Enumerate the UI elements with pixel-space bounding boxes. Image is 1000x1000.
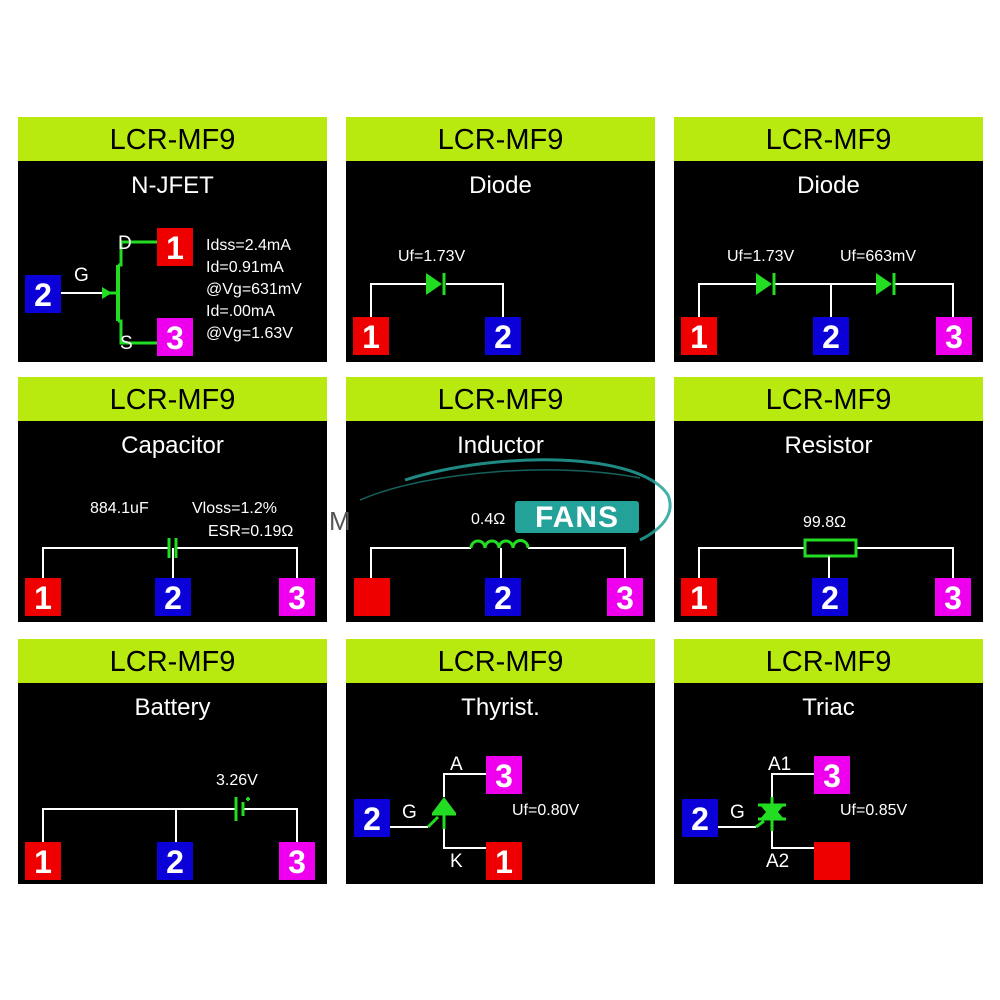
pin-1: 1 bbox=[157, 228, 193, 266]
reading-id-2: Id=.00mA bbox=[206, 303, 275, 320]
pin-3: 3 bbox=[486, 756, 522, 794]
forward-voltage: Uf=0.80V bbox=[512, 802, 580, 819]
watermark-prefix: M bbox=[329, 506, 351, 536]
panel-title: Capacitor bbox=[121, 432, 224, 459]
panel-header: LCR-MF9 bbox=[346, 639, 655, 683]
pin-2: 2 bbox=[157, 842, 193, 880]
reading-idss: Idss=2.4mA bbox=[206, 237, 291, 254]
label-a1: A1 bbox=[768, 754, 792, 775]
forward-voltage-1: Uf=1.73V bbox=[727, 248, 795, 265]
inductor-value: 0.4Ω bbox=[471, 511, 506, 528]
label-gate: G bbox=[74, 265, 89, 286]
pin-2: 2 bbox=[485, 578, 521, 616]
panel-header: LCR-MF9 bbox=[18, 117, 327, 161]
label-source: S bbox=[120, 333, 133, 354]
panel-triac: LCR-MF9 Triac A1 G A2 3 2 Uf=0.85V bbox=[674, 639, 983, 884]
panel-thyristor: LCR-MF9 Thyrist. A G K 3 2 1 Uf=0.80V bbox=[346, 639, 655, 884]
pin-1: 1 bbox=[681, 317, 717, 355]
panel-title: Battery bbox=[134, 694, 211, 721]
label-cathode: K bbox=[450, 851, 463, 872]
pin-2: 2 bbox=[354, 799, 390, 837]
thyristor-circuit bbox=[390, 773, 486, 849]
forward-voltage-2: Uf=663mV bbox=[840, 248, 917, 265]
battery-voltage: 3.26V bbox=[216, 772, 258, 789]
reading-vg: @Vg=631mV bbox=[206, 281, 302, 298]
panel-header: LCR-MF9 bbox=[18, 639, 327, 683]
panel-title: Diode bbox=[469, 172, 532, 199]
panel-inductor: LCR-MF9 Inductor 0.4Ω 2 3 bbox=[346, 377, 655, 622]
label-a2: A2 bbox=[766, 851, 790, 872]
pin-2: 2 bbox=[812, 578, 848, 616]
label-anode: A bbox=[450, 754, 463, 775]
pin-3: 3 bbox=[814, 756, 850, 794]
panel-header: LCR-MF9 bbox=[674, 117, 983, 161]
pin-2: 2 bbox=[25, 275, 61, 313]
pin-1: 1 bbox=[681, 578, 717, 616]
resistor-circuit bbox=[698, 538, 954, 578]
dual-diode-circuit bbox=[698, 273, 954, 317]
forward-voltage: Uf=0.85V bbox=[840, 802, 908, 819]
capacitance-value: 884.1uF bbox=[90, 500, 149, 517]
label-drain: D bbox=[118, 233, 132, 254]
pin-1: 1 bbox=[25, 842, 61, 880]
battery-circuit bbox=[42, 797, 298, 842]
label-gate: G bbox=[402, 802, 417, 823]
pin-1: 1 bbox=[25, 578, 61, 616]
panel-header: LCR-MF9 bbox=[674, 639, 983, 683]
esr-value: ESR=0.19Ω bbox=[208, 523, 294, 540]
reading-id: Id=0.91mA bbox=[206, 259, 284, 276]
pin-3: 3 bbox=[157, 318, 193, 356]
pin-2: 2 bbox=[155, 578, 191, 616]
resistance-value: 99.8Ω bbox=[803, 514, 847, 531]
pin-2: 2 bbox=[485, 317, 521, 355]
panel-diode-2: LCR-MF9 Diode Uf=1.73V Uf=663mV 1 2 3 bbox=[674, 117, 983, 362]
pin-2: 2 bbox=[813, 317, 849, 355]
panel-title: Diode bbox=[797, 172, 860, 199]
panel-header: LCR-MF9 bbox=[674, 377, 983, 421]
pin-3: 3 bbox=[936, 317, 972, 355]
pin-1: 1 bbox=[486, 842, 522, 880]
watermark-logo: FANS bbox=[515, 501, 639, 534]
pin-3: 3 bbox=[279, 578, 315, 616]
inductor-circuit bbox=[370, 539, 626, 578]
panel-title: Resistor bbox=[784, 432, 873, 459]
triac-circuit bbox=[718, 773, 814, 849]
panel-title: Triac bbox=[802, 694, 855, 721]
panel-diode-1: LCR-MF9 Diode Uf=1.73V 1 2 bbox=[346, 117, 655, 362]
jfet-circuit bbox=[60, 240, 158, 345]
panel-header: LCR-MF9 bbox=[18, 377, 327, 421]
panel-resistor: LCR-MF9 Resistor 99.8Ω 1 2 3 bbox=[674, 377, 983, 622]
panel-capacitor: LCR-MF9 Capacitor 884.1uF Vloss=1.2% ESR… bbox=[18, 377, 327, 622]
panel-njfet: LCR-MF9 N-JFET D G S 1 2 3 Idss=2.4mA Id… bbox=[18, 117, 327, 362]
pin-3: 3 bbox=[279, 842, 315, 880]
panel-battery: LCR-MF9 Battery 3.26V 1 2 3 bbox=[18, 639, 327, 884]
pin-2: 2 bbox=[682, 799, 718, 837]
diode-circuit bbox=[370, 273, 504, 317]
label-gate: G bbox=[730, 802, 745, 823]
pin-1 bbox=[814, 842, 850, 880]
pin-1: 1 bbox=[353, 317, 389, 355]
reading-vg-2: @Vg=1.63V bbox=[206, 325, 293, 342]
panel-header: LCR-MF9 bbox=[346, 377, 655, 421]
panel-title: Thyrist. bbox=[461, 694, 540, 721]
forward-voltage: Uf=1.73V bbox=[398, 248, 466, 265]
pin-3: 3 bbox=[935, 578, 971, 616]
pin-3: 3 bbox=[607, 578, 643, 616]
vloss-value: Vloss=1.2% bbox=[192, 500, 277, 517]
capacitor-circuit bbox=[42, 538, 298, 578]
panel-title: N-JFET bbox=[131, 172, 214, 199]
panel-header: LCR-MF9 bbox=[346, 117, 655, 161]
pin-1 bbox=[354, 578, 390, 616]
panel-title: Inductor bbox=[457, 432, 544, 459]
